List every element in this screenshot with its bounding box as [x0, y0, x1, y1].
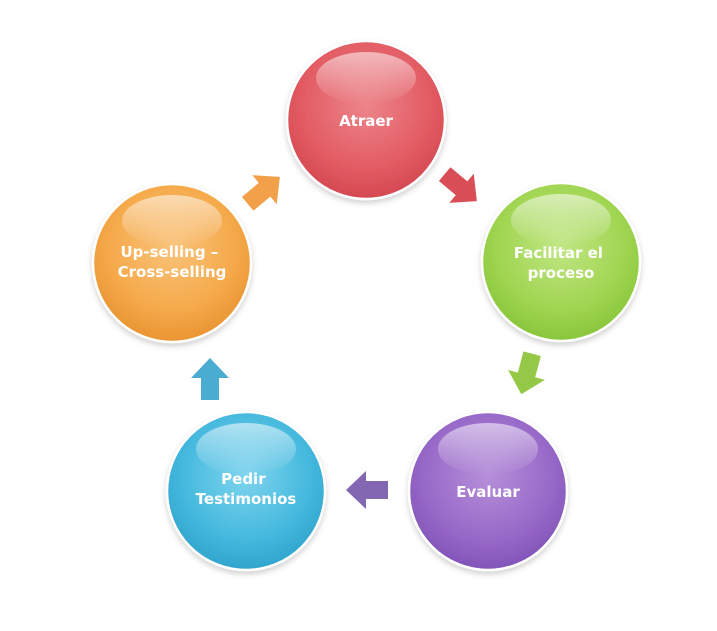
arrow-atraer-to-facilitar [438, 167, 477, 203]
arrow-evaluar-to-pedir [346, 471, 388, 509]
node-evaluar-label: Evaluar [456, 483, 520, 501]
arrow-facilitar-to-evaluar [508, 351, 545, 395]
arrow-pedir-to-upselling [191, 358, 229, 400]
node-upselling-crossselling-label: Up-selling – Cross-selling [118, 243, 227, 281]
node-atraer-label: Atraer [339, 112, 393, 130]
arrow-upselling-to-atraer [241, 175, 280, 211]
node-pedir-testimonios-label: Pedir Testimonios [196, 470, 297, 508]
node-atraer: Atraer [285, 39, 447, 201]
node-pedir-testimonios: Pedir Testimonios [165, 410, 327, 572]
node-evaluar: Evaluar [407, 410, 569, 572]
node-upselling-crossselling: Up-selling – Cross-selling [91, 182, 253, 344]
node-facilitar-proceso: Facilitar el proceso [480, 181, 642, 343]
node-facilitar-proceso-label: Facilitar el proceso [514, 244, 608, 282]
